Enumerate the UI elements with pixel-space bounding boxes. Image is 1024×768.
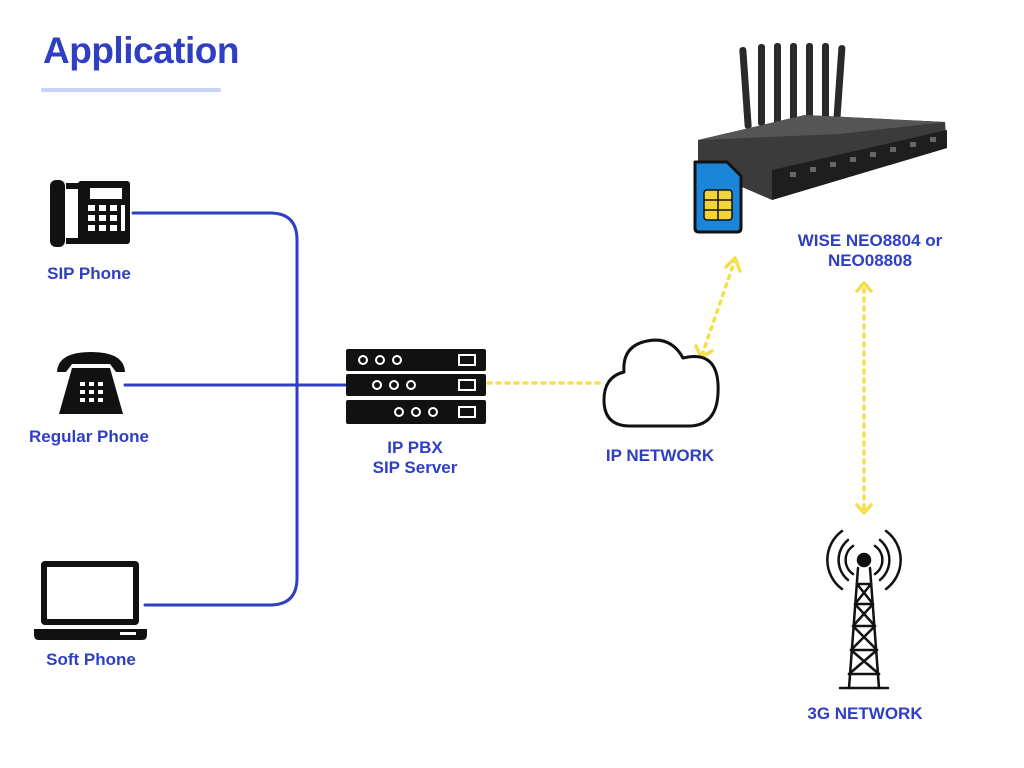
cell-tower-icon [826,529,902,690]
pbx-label-line1: IP PBX [387,438,443,457]
regular-phone-icon [57,352,125,414]
gsm-gateway-icon [698,43,947,200]
sip-phone-label: SIP Phone [47,264,131,283]
sim-card-icon [693,160,743,234]
pbx-label-line2: SIP Server [372,458,458,477]
wired-links [123,211,348,607]
ip-network-label: IP NETWORK [605,446,715,465]
3g-network-label: 3G NETWORK [807,704,923,723]
regular-phone-label: Regular Phone [29,427,149,446]
page-title: Application [43,30,239,71]
dotted-links [486,258,866,510]
arrowhead-tower-down [855,503,873,515]
server-rack-icon [346,349,486,424]
link-sip-phone [131,211,299,607]
link-cloud-gateway [700,258,737,357]
dotted-link-arrowheads [694,256,873,515]
cloud-icon [602,338,720,428]
sip-phone-icon [50,180,130,247]
gateway-label-line1: WISE NEO8804 or [797,231,943,250]
title-underline [41,88,221,92]
gateway-label-line2: NEO08808 [827,251,913,270]
soft-phone-label: Soft Phone [46,650,136,669]
arrowhead-gateway-top [724,256,742,273]
arrowhead-tower-up [855,281,873,293]
laptop-icon [34,561,147,640]
